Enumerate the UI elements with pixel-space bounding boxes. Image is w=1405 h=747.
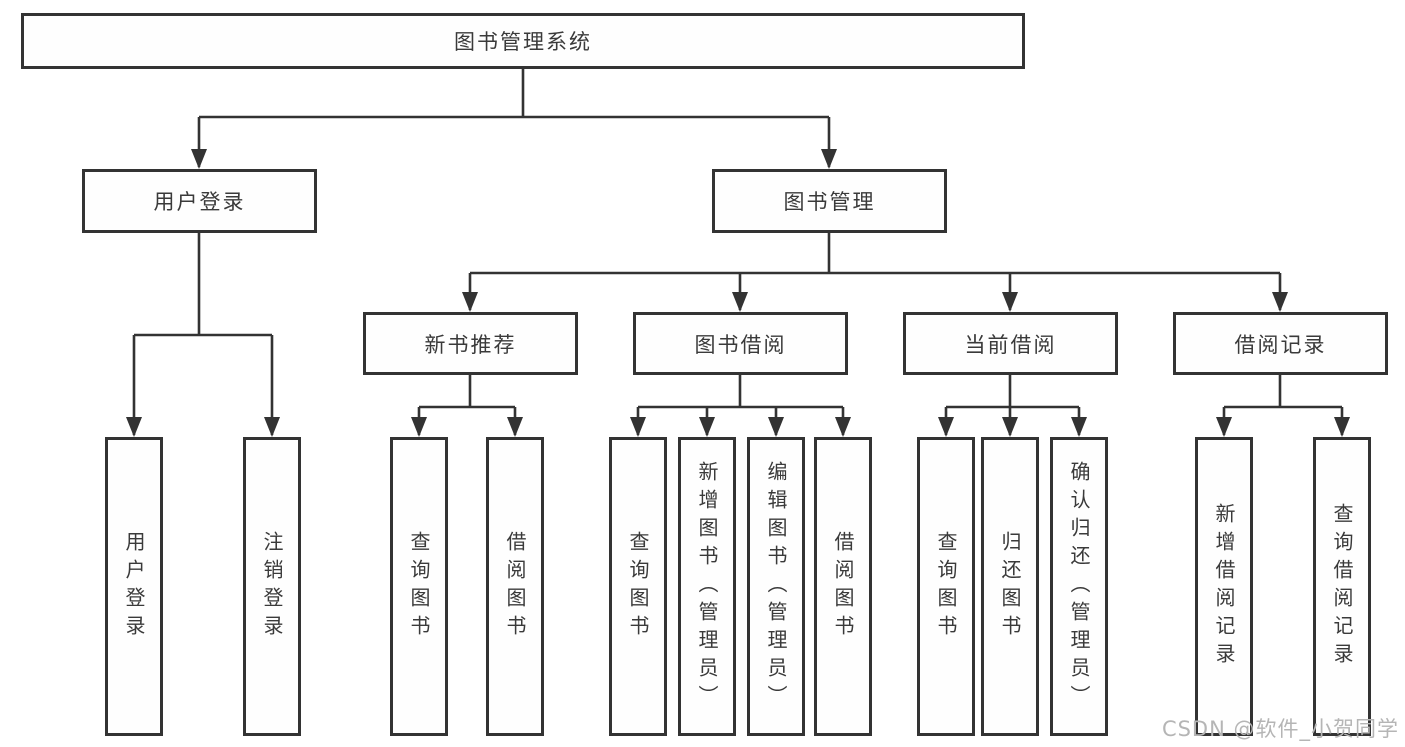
node-borrow-books-leaf: 借阅图书 bbox=[814, 437, 872, 736]
node-label: 图书管理系统 bbox=[454, 30, 592, 54]
node-query-books-recommend: 查询图书 bbox=[390, 437, 448, 736]
node-label: 当前借阅 bbox=[964, 332, 1057, 357]
node-current-borrowing: 当前借阅 bbox=[903, 312, 1118, 375]
node-book-management-branch: 图书管理 bbox=[712, 169, 947, 233]
node-add-book-admin: 新增图书（管理员） bbox=[678, 437, 736, 736]
node-label: 新书推荐 bbox=[424, 332, 517, 357]
node-label: 查询图书 bbox=[934, 530, 958, 643]
node-query-books-current: 查询图书 bbox=[917, 437, 975, 736]
node-new-book-recommendation: 新书推荐 bbox=[363, 312, 578, 375]
node-label: 图书借阅 bbox=[694, 332, 787, 357]
node-label: 新增图书（管理员） bbox=[695, 460, 719, 713]
csdn-watermark: CSDN @软件_小贺同学 bbox=[1161, 717, 1399, 741]
node-label: 用户登录 bbox=[122, 530, 146, 643]
node-label: 查询图书 bbox=[626, 530, 650, 643]
node-user-login-leaf: 用户登录 bbox=[105, 437, 163, 736]
node-label: 图书管理 bbox=[783, 190, 876, 214]
node-book-borrowing: 图书借阅 bbox=[633, 312, 848, 375]
node-query-books-borrow: 查询图书 bbox=[609, 437, 667, 736]
node-query-borrow-record: 查询借阅记录 bbox=[1313, 437, 1371, 736]
node-label: 借阅图书 bbox=[503, 530, 527, 643]
node-borrow-books-recommend: 借阅图书 bbox=[486, 437, 544, 736]
node-logout-leaf: 注销登录 bbox=[243, 437, 301, 736]
node-user-login-branch: 用户登录 bbox=[82, 169, 317, 233]
node-label: 用户登录 bbox=[153, 190, 246, 214]
arrowheads bbox=[126, 149, 1350, 437]
node-label: 借阅图书 bbox=[831, 530, 855, 643]
node-label: 借阅记录 bbox=[1234, 332, 1327, 357]
node-label: 查询图书 bbox=[407, 530, 431, 643]
node-return-book: 归还图书 bbox=[981, 437, 1039, 736]
node-library-management-system: 图书管理系统 bbox=[21, 13, 1025, 69]
node-label: 新增借阅记录 bbox=[1212, 502, 1236, 671]
node-label: 注销登录 bbox=[260, 530, 284, 643]
node-confirm-return-admin: 确认归还（管理员） bbox=[1050, 437, 1108, 736]
node-label: 编辑图书（管理员） bbox=[764, 460, 788, 713]
node-label: 查询借阅记录 bbox=[1330, 502, 1354, 671]
tree-edges bbox=[132, 69, 1344, 435]
node-edit-book-admin: 编辑图书（管理员） bbox=[747, 437, 805, 736]
node-label: 归还图书 bbox=[998, 530, 1022, 643]
node-borrowing-records: 借阅记录 bbox=[1173, 312, 1388, 375]
node-add-borrow-record: 新增借阅记录 bbox=[1195, 437, 1253, 736]
node-label: 确认归还（管理员） bbox=[1067, 460, 1091, 713]
